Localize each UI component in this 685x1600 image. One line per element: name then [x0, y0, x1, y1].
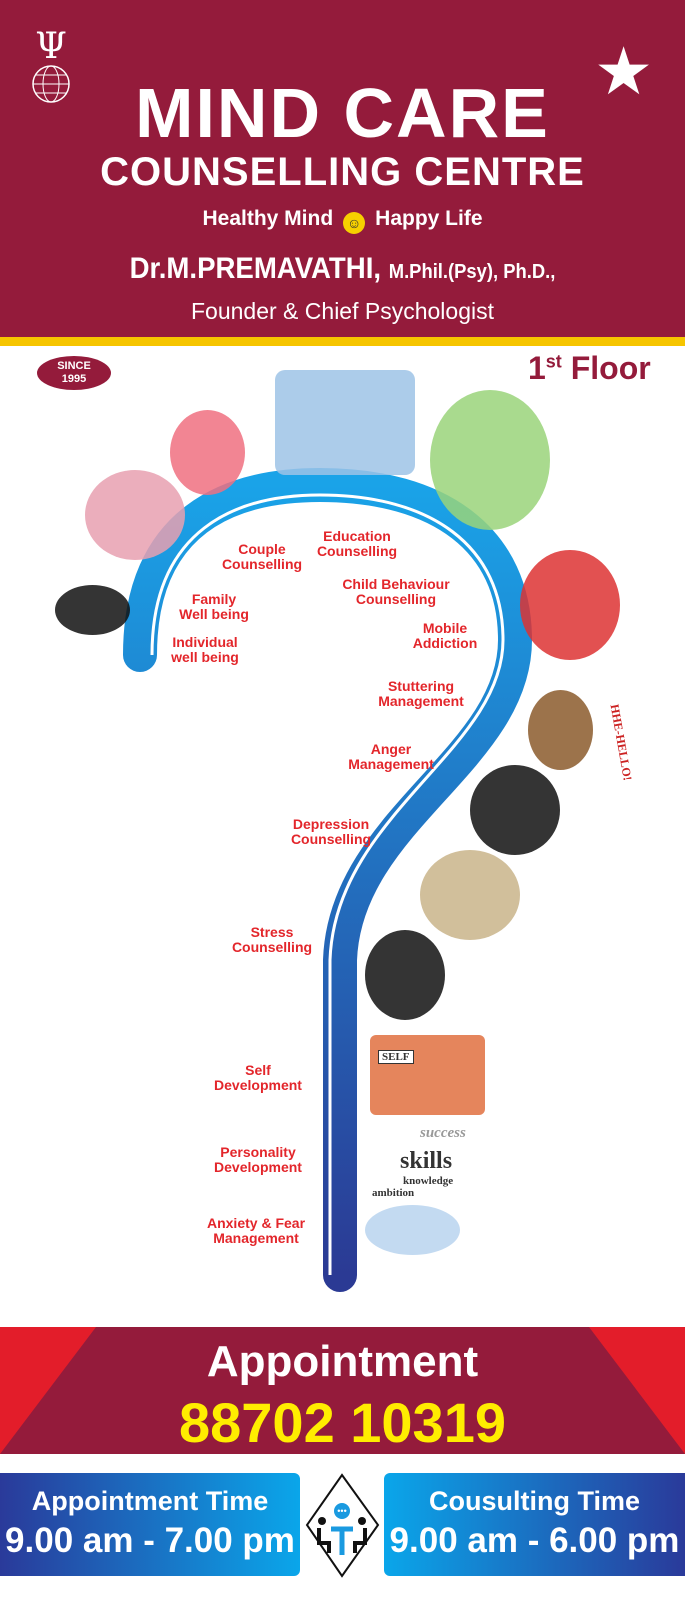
skills-text: skills [400, 1148, 453, 1174]
service-individual-well-being: Individual well being [171, 634, 239, 665]
appointment-band [0, 1327, 685, 1454]
consulting-time-box: Cousulting Time 9.00 am - 6.00 pm [384, 1473, 685, 1576]
consulting-time-label: Cousulting Time [428, 1486, 640, 1516]
svg-text:Ψ: Ψ [35, 28, 67, 67]
stuttering-girl-illustration [528, 690, 593, 770]
self-sign-text: SELF [378, 1050, 414, 1064]
doctor-role: Founder & Chief Psychologist [191, 298, 494, 324]
service-family-well-being: Family Well being [179, 591, 249, 622]
service-couple-counselling: Couple Counselling [221, 541, 303, 572]
family-house-illustration [85, 470, 185, 560]
service-anxiety-fear-management: Anxiety & Fear Management [206, 1215, 306, 1246]
appointment-time-label: Appointment Time [31, 1486, 269, 1516]
service-anger-management: Anger Management [348, 741, 434, 772]
children-playing-illustration [430, 390, 550, 530]
anger-silhouette-icon [470, 765, 560, 855]
service-personality-development: Personality Development [214, 1144, 302, 1175]
header-banner: Ψ ★ MIND CARE COUNSELLING CENTRE Healthy… [0, 0, 685, 337]
tagline: Healthy Mind ☺ Happy Life [0, 207, 685, 234]
service-child-behaviour: Child Behaviour Counselling [342, 576, 450, 607]
floor-label: 1st Floor [528, 350, 651, 387]
tagline-left: Healthy Mind [202, 207, 334, 230]
doctor-name: Dr.M.PREMAVATHI, [129, 252, 382, 285]
service-depression-counselling: Depression Counselling [290, 816, 372, 847]
success-text: success [420, 1125, 466, 1141]
tagline-right: Happy Life [375, 207, 483, 230]
appointment-label: Appointment [206, 1337, 479, 1386]
student-books-illustration [275, 370, 415, 475]
star-icon: ★ [594, 34, 654, 108]
floor-sup: st [545, 351, 562, 372]
floor-word: Floor [570, 350, 651, 386]
since-label: SINCE [57, 360, 91, 372]
couple-illustration [170, 410, 245, 495]
stress-silhouette-icon [365, 930, 445, 1020]
self-development-stairs-illustration [370, 1035, 485, 1115]
floor-num: 1 [528, 350, 546, 386]
service-stress-counselling: Stress Counselling [231, 924, 313, 955]
smiley-icon: ☺ [343, 212, 366, 234]
consultation-icon: ••• [305, 1473, 380, 1578]
psi-globe-logo: Ψ [32, 28, 70, 103]
knowledge-text: knowledge [403, 1175, 454, 1187]
appointment-time-value: 9.00 am - 7.00 pm [5, 1521, 295, 1560]
depression-illustration [420, 850, 520, 940]
consulting-time-value: 9.00 am - 6.00 pm [389, 1521, 680, 1560]
appointment-time-box: Appointment Time 9.00 am - 7.00 pm [0, 1473, 300, 1576]
ambition-text: ambition [372, 1187, 415, 1199]
service-mobile-addiction: Mobile Addiction [412, 620, 478, 651]
since-year: 1995 [61, 373, 87, 385]
appointment-phone[interactable]: 88702 10319 [178, 1391, 506, 1454]
title: MIND CARE [135, 74, 550, 152]
subtitle: COUNSELLING CENTRE [100, 150, 585, 194]
service-stuttering-management: Stuttering Management [378, 678, 464, 709]
mobile-addiction-illustration [520, 550, 620, 660]
anxiety-sleeping-illustration [365, 1205, 460, 1255]
qualifications: M.Phil.(Psy), Ph.D., [388, 261, 556, 283]
doctor: Dr.M.PREMAVATHI, M.Phil.(Psy), Ph.D., [27, 252, 657, 286]
service-self-development: Self Development [214, 1062, 302, 1093]
divider [0, 337, 685, 346]
svg-text:•••: ••• [337, 1506, 346, 1516]
meditation-silhouette-icon [55, 585, 130, 635]
service-education-counselling: Education Counselling [316, 528, 398, 559]
